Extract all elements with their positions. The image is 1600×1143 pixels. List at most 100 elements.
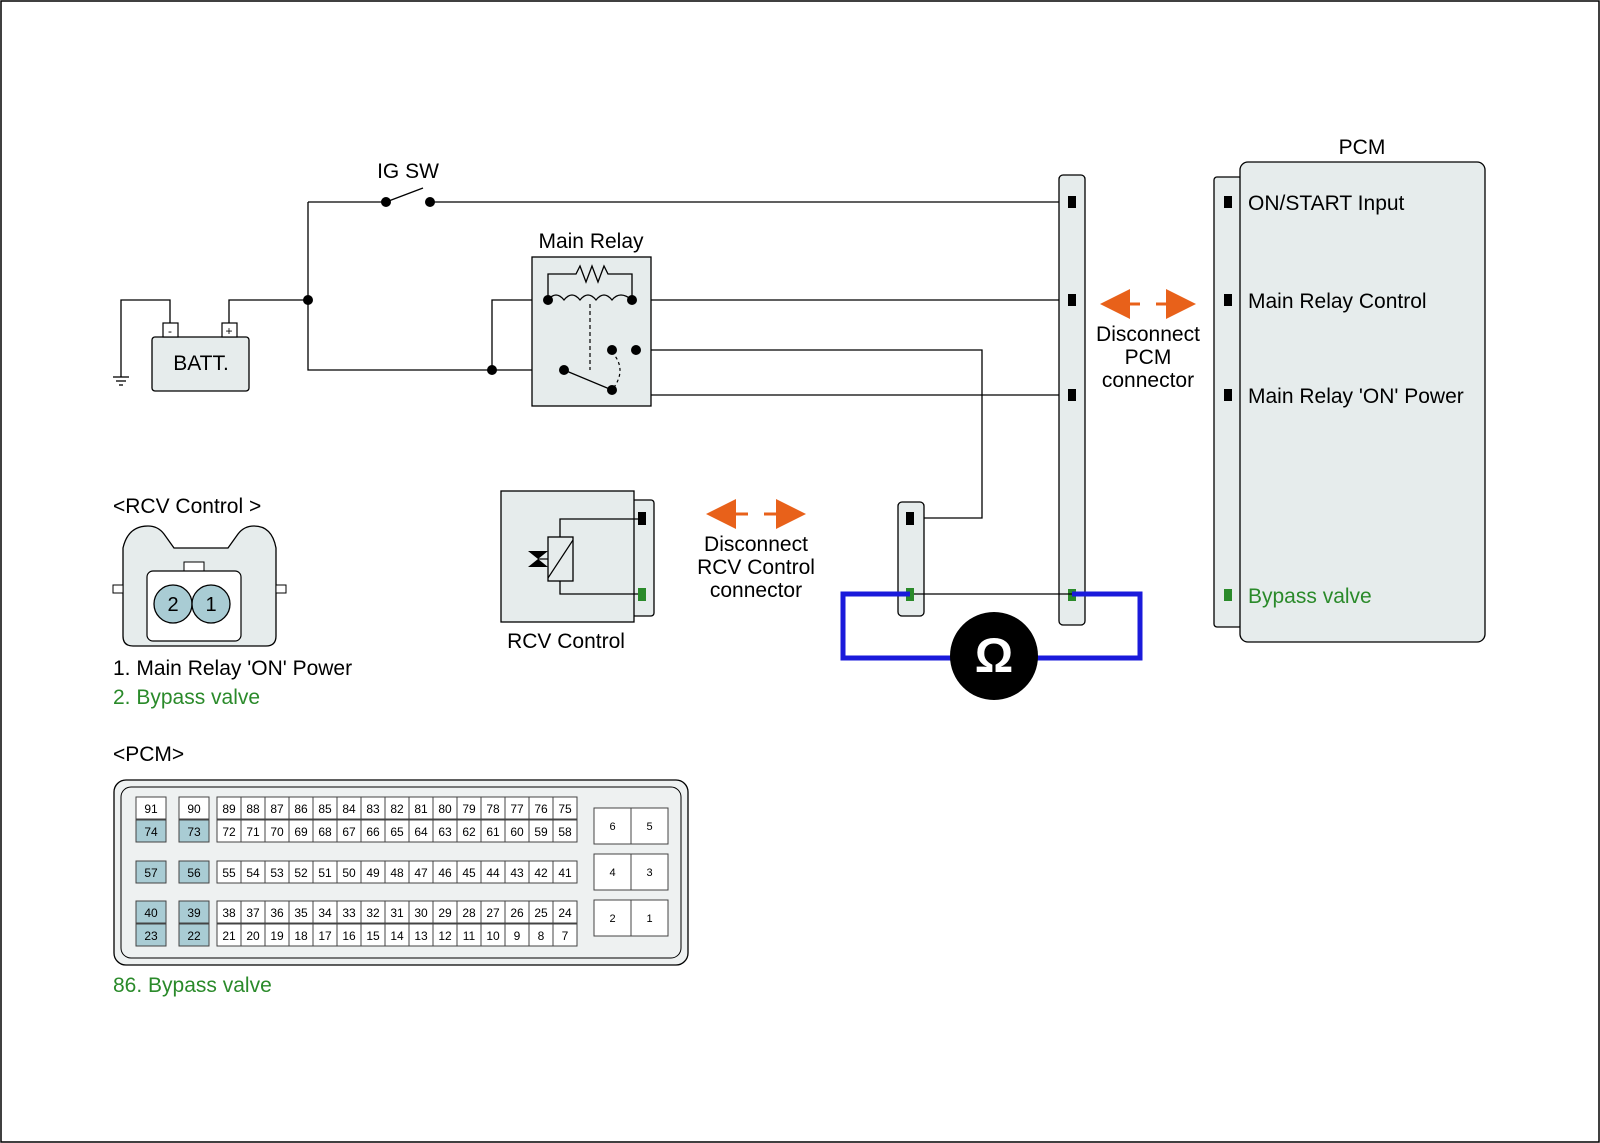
pcm-pin-82: 82 bbox=[390, 802, 404, 816]
pcm-pin-23-cell bbox=[135, 923, 167, 947]
pcm-pin-29: 29 bbox=[438, 906, 452, 920]
ohm-icon: Ω bbox=[975, 630, 1013, 683]
pcm-pin-61: 61 bbox=[486, 825, 500, 839]
pcm-pin-73-cell bbox=[178, 819, 210, 843]
pcm-pin-70: 70 bbox=[270, 825, 284, 839]
pcm-pin-89: 89 bbox=[222, 802, 236, 816]
pcm-pin-24-cell bbox=[552, 900, 578, 924]
pcm-pin-54: 54 bbox=[246, 866, 260, 880]
pcm-pin-21: 21 bbox=[222, 929, 236, 943]
ohmmeter bbox=[840, 591, 1143, 700]
pcm-pin-12: 12 bbox=[438, 929, 452, 943]
battery: - + BATT. bbox=[151, 322, 250, 392]
pcm-pin-57: 57 bbox=[144, 866, 158, 880]
ground-icon bbox=[113, 299, 171, 386]
pcm-pin-1: 1 bbox=[646, 913, 652, 925]
disconnect-pcm-line1: Disconnect bbox=[1096, 323, 1200, 346]
pcm-pin-59: 59 bbox=[534, 825, 548, 839]
rcv-pin-1: 1 bbox=[205, 594, 216, 616]
pcm-pin-4-cell bbox=[593, 853, 632, 891]
pcm-pin-56-cell bbox=[178, 860, 210, 884]
disconnect-pcm-line3: connector bbox=[1102, 369, 1194, 392]
pcm-pin-85: 85 bbox=[318, 802, 332, 816]
disconnect-pcm-line2: PCM bbox=[1125, 346, 1172, 369]
pcm-pin-24: 24 bbox=[558, 906, 572, 920]
pcm-pin-8: 8 bbox=[538, 929, 545, 943]
pcm-pin-64: 64 bbox=[414, 825, 428, 839]
pcm-pin-14: 14 bbox=[390, 929, 404, 943]
pcm-pin-56: 56 bbox=[187, 866, 201, 880]
pcm-pin-10: 10 bbox=[486, 929, 500, 943]
pcm-pin-55: 55 bbox=[222, 866, 236, 880]
pcm-pin-25: 25 bbox=[534, 906, 548, 920]
pcm-pin-58: 58 bbox=[558, 825, 572, 839]
pcm-pin-81: 81 bbox=[414, 802, 428, 816]
wires-main bbox=[228, 187, 1072, 519]
pcm-pin-75-cell bbox=[552, 796, 578, 820]
pcm-pin-91: 91 bbox=[144, 802, 158, 816]
pcm-pin-33: 33 bbox=[342, 906, 356, 920]
pcm-pin-26: 26 bbox=[510, 906, 524, 920]
pcm-pin-42: 42 bbox=[534, 866, 548, 880]
pcm-pin-71: 71 bbox=[246, 825, 260, 839]
pcm-harness-connector bbox=[1058, 174, 1086, 626]
pcm-pin-76: 76 bbox=[534, 802, 548, 816]
rcv-control-component bbox=[500, 490, 655, 623]
disconnect-rcv-line1: Disconnect bbox=[704, 533, 808, 556]
pcm-pin-34: 34 bbox=[318, 906, 332, 920]
pcm-pin-60: 60 bbox=[510, 825, 524, 839]
pcm-pin-main-relay-on-power: Main Relay 'ON' Power bbox=[1248, 385, 1464, 408]
battery-plus-label: + bbox=[225, 324, 232, 338]
pcm-pin-4: 4 bbox=[609, 867, 615, 879]
pcm-pin-32: 32 bbox=[366, 906, 380, 920]
pcm-pin-3: 3 bbox=[646, 867, 652, 879]
pcm-pin-16: 16 bbox=[342, 929, 356, 943]
pcm-pin-87: 87 bbox=[270, 802, 284, 816]
rcv-control-label: RCV Control bbox=[507, 630, 625, 653]
pcm-pin-53: 53 bbox=[270, 866, 284, 880]
pcm-pin-66: 66 bbox=[366, 825, 380, 839]
pcm-pin-7-cell bbox=[552, 923, 578, 947]
pcm-pin-18: 18 bbox=[294, 929, 308, 943]
pcm-title: PCM bbox=[1339, 136, 1386, 159]
pcm-pin-62: 62 bbox=[462, 825, 476, 839]
pcm-pin-67: 67 bbox=[342, 825, 356, 839]
pcm-pin-5: 5 bbox=[646, 821, 652, 833]
pcm-pin-65: 65 bbox=[390, 825, 404, 839]
pcm-pin-78: 78 bbox=[486, 802, 500, 816]
pcm-pin-39-cell bbox=[178, 900, 210, 924]
main-relay-label: Main Relay bbox=[538, 230, 644, 253]
pcm-pin-bypass-valve: Bypass valve bbox=[1248, 585, 1372, 608]
pcm-pin-9: 9 bbox=[514, 929, 521, 943]
pcm-pin-47: 47 bbox=[414, 866, 428, 880]
pcm-pin-73: 73 bbox=[187, 825, 201, 839]
pcm-pin-41: 41 bbox=[558, 866, 572, 880]
pcm-pin-90-cell bbox=[178, 796, 210, 820]
rcv-harness-connector bbox=[897, 501, 1072, 617]
pcm-pin-83: 83 bbox=[366, 802, 380, 816]
pcm-pin-74-cell bbox=[135, 819, 167, 843]
pcm-pin-41-cell bbox=[552, 860, 578, 884]
pcm-pin-23: 23 bbox=[144, 929, 158, 943]
pcm-pin-43: 43 bbox=[510, 866, 524, 880]
pcm-pin-6: 6 bbox=[609, 821, 615, 833]
pcm-pin-51: 51 bbox=[318, 866, 332, 880]
pcm-pin-11: 11 bbox=[463, 929, 476, 943]
pcm-pin-35: 35 bbox=[294, 906, 308, 920]
pcm-pin-72: 72 bbox=[222, 825, 236, 839]
pcm-pin-86: 86 bbox=[294, 802, 308, 816]
rcv-pin-2: 2 bbox=[167, 594, 178, 616]
pcm-pin-6-cell bbox=[593, 807, 632, 845]
pcm-pin-90: 90 bbox=[187, 802, 201, 816]
pcm-module bbox=[1213, 161, 1486, 643]
rcv-legend-1: 1. Main Relay 'ON' Power bbox=[113, 657, 352, 680]
battery-label: BATT. bbox=[173, 352, 229, 375]
pcm-pin-28: 28 bbox=[462, 906, 476, 920]
pcm-pin-39: 39 bbox=[187, 906, 201, 920]
pcm-pin-63: 63 bbox=[438, 825, 452, 839]
pcm-pin-58-cell bbox=[552, 819, 578, 843]
